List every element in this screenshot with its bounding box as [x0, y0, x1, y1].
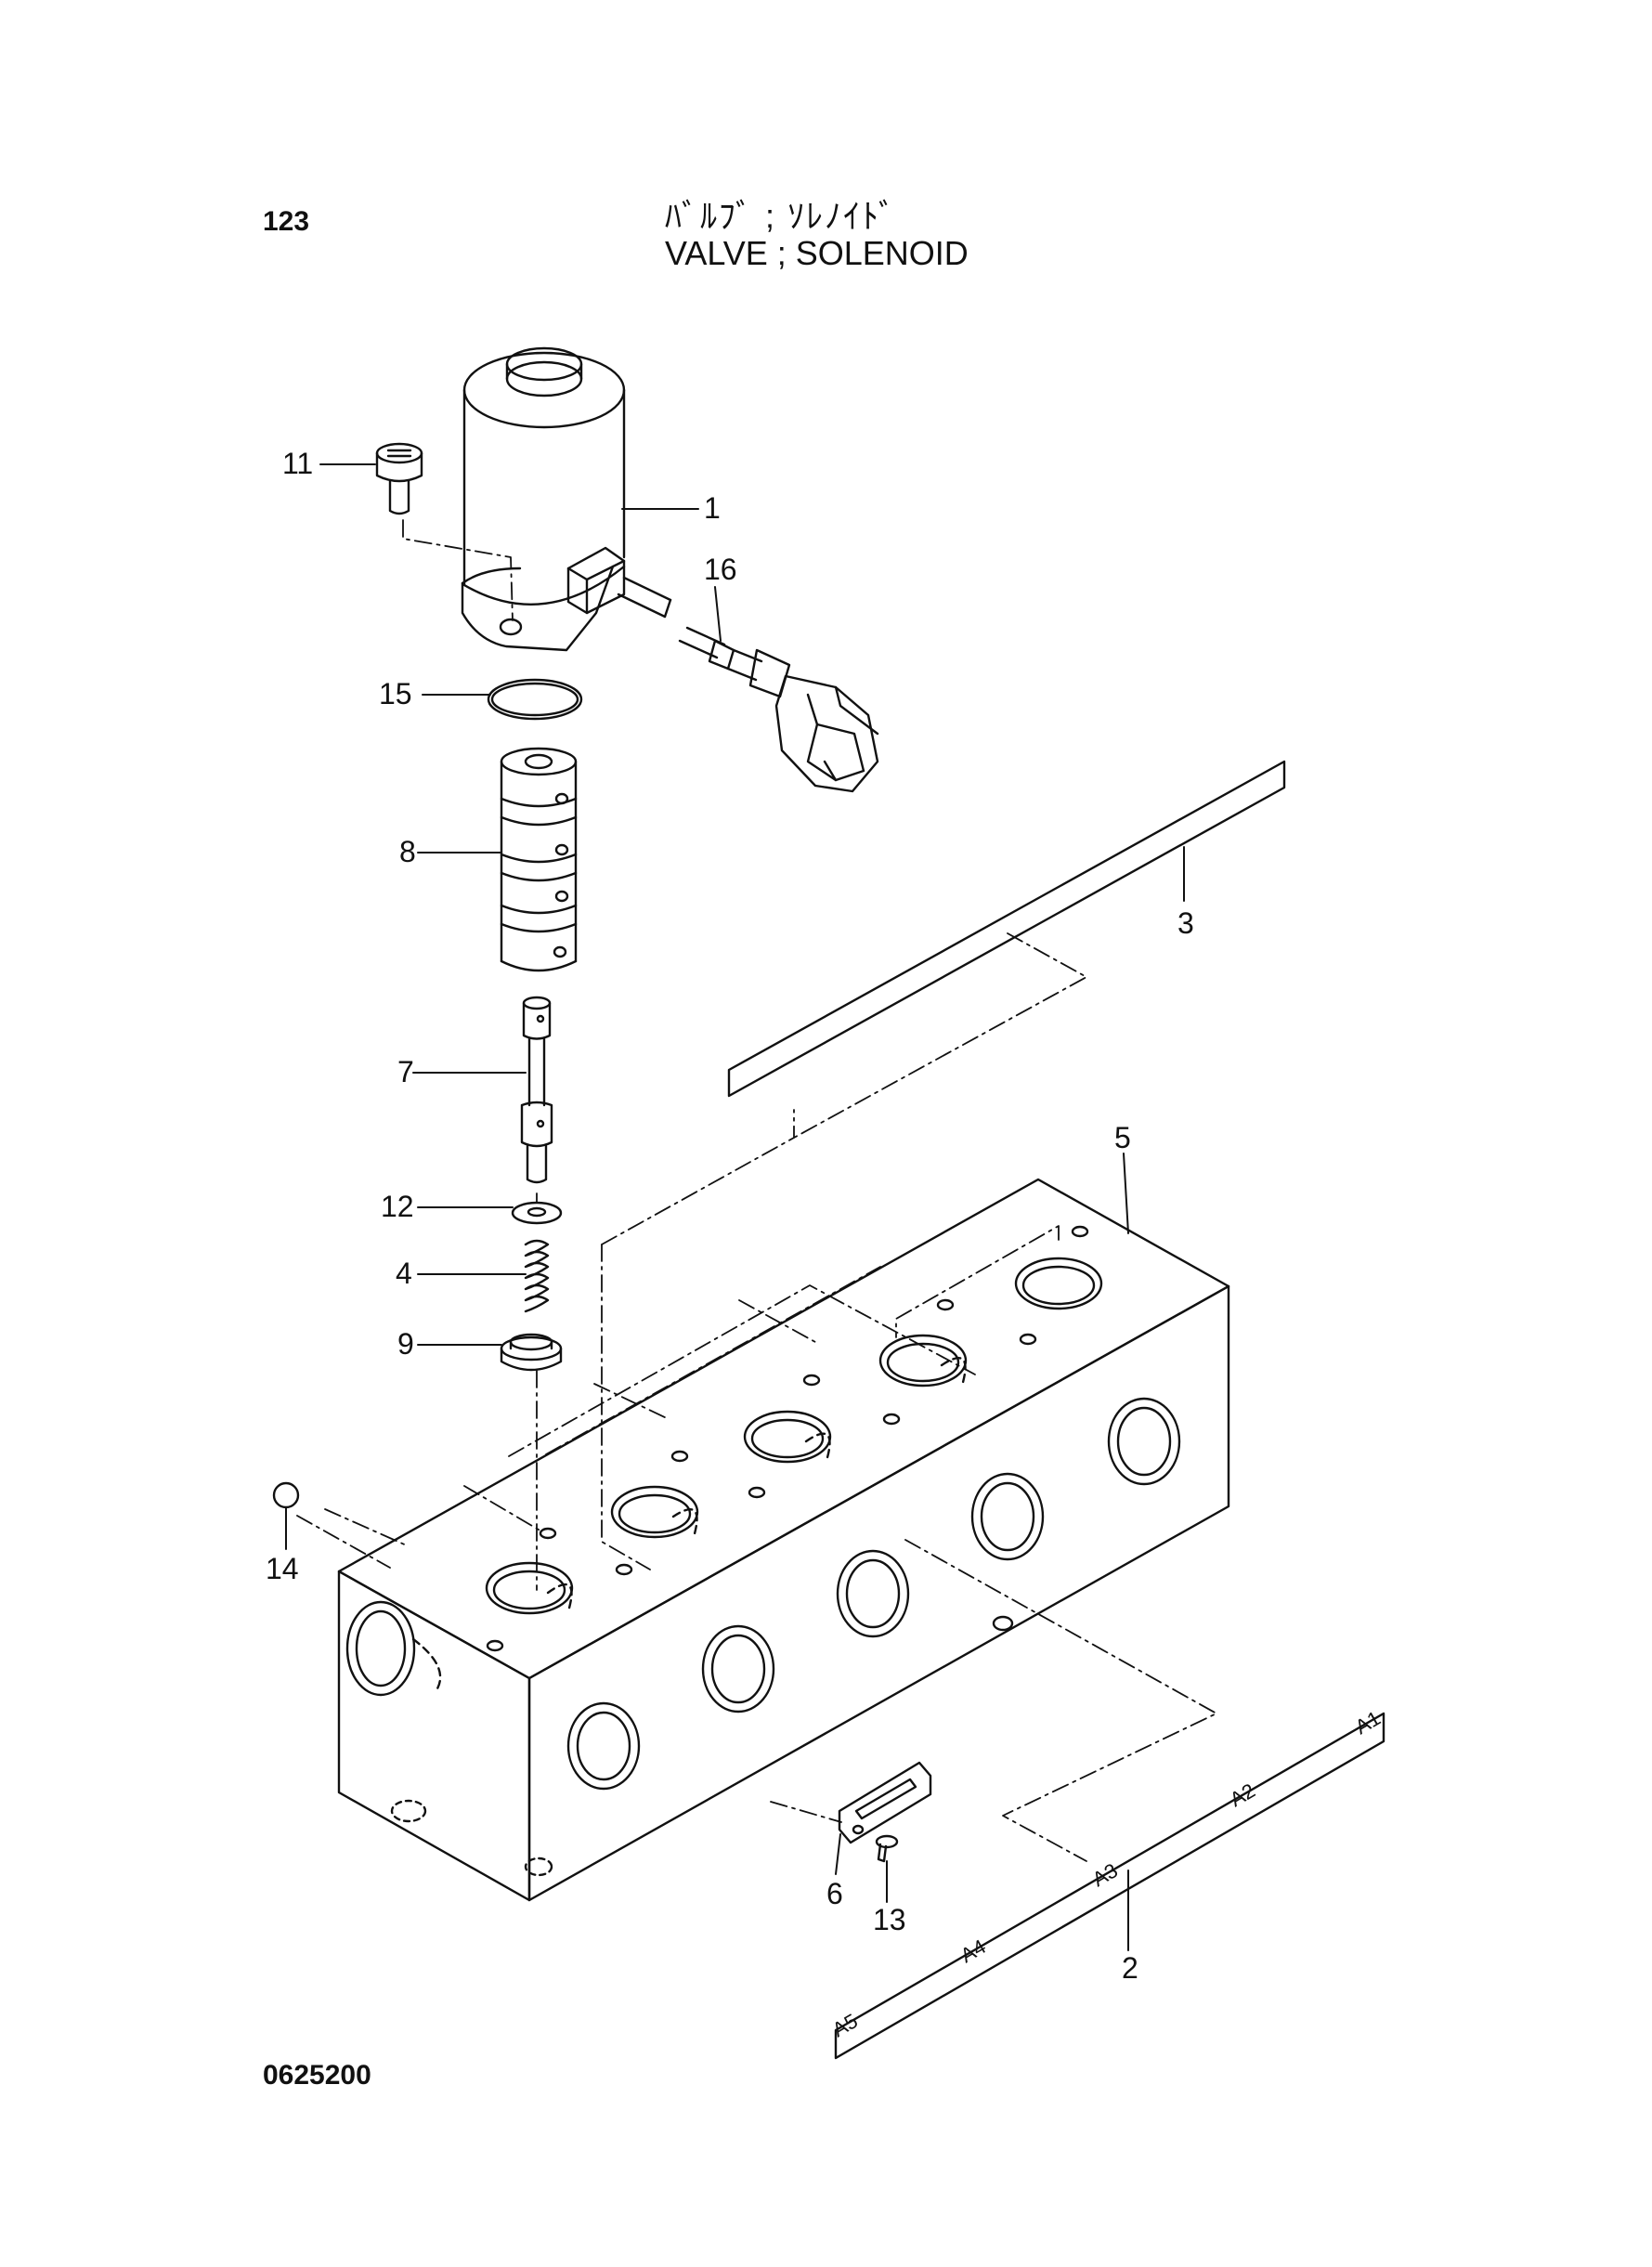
callout-2: 2	[1122, 1951, 1138, 1985]
callout-13: 13	[873, 1903, 906, 1936]
callout-16: 16	[704, 553, 737, 586]
callout-9: 9	[397, 1327, 414, 1361]
callout-3: 3	[1177, 906, 1194, 940]
callout-15: 15	[379, 677, 412, 710]
o-ring-part	[487, 678, 583, 721]
plug-part	[500, 1333, 563, 1372]
plate-screw-part	[875, 1834, 899, 1863]
plate-tag-a5: A5	[828, 2009, 862, 2041]
title-japanese: ﾊﾞﾙﾌﾞ ; ｿﾚﾉｲﾄﾞ	[665, 197, 898, 235]
solenoid-coil-part	[461, 346, 672, 652]
valve-block-part	[337, 1178, 1230, 1902]
page-number: 123	[263, 206, 310, 237]
assembly-lines	[296, 519, 1217, 1862]
plate-tag-a3: A3	[1088, 1858, 1122, 1891]
leader-lines	[285, 463, 1185, 1951]
name-plate-part	[834, 1712, 1385, 2060]
ball-part	[272, 1481, 300, 1509]
callout-6: 6	[826, 1877, 843, 1910]
gasket-strip-part	[727, 760, 1286, 1098]
callout-11: 11	[282, 447, 313, 480]
serial-plate-part	[838, 1761, 932, 1844]
callout-8: 8	[399, 835, 416, 868]
callout-labels: 11 1 16 15 8 3 7 5 12 4 9 14 6 13 2	[266, 447, 1194, 1985]
callout-14: 14	[266, 1552, 299, 1585]
plate-tag-a2: A2	[1226, 1778, 1259, 1811]
callout-5: 5	[1114, 1121, 1131, 1154]
callout-7: 7	[397, 1055, 414, 1088]
sleeve-part	[500, 747, 578, 972]
screw-part	[375, 442, 423, 515]
callout-4: 4	[396, 1257, 412, 1290]
washer-part	[511, 1201, 563, 1225]
plate-tag-a4: A4	[956, 1935, 990, 1967]
connector-part	[678, 626, 879, 793]
spool-part	[520, 996, 553, 1184]
plate-tag-a1: A1	[1351, 1706, 1385, 1739]
plate-tags: A1 A2 A3 A4 A5	[828, 1706, 1385, 2041]
drawing-number: 0625200	[263, 2060, 371, 2091]
callout-1: 1	[704, 491, 721, 525]
title-english: VALVE ; SOLENOID	[665, 234, 969, 272]
callout-12: 12	[381, 1190, 414, 1223]
spring-part	[524, 1239, 550, 1313]
